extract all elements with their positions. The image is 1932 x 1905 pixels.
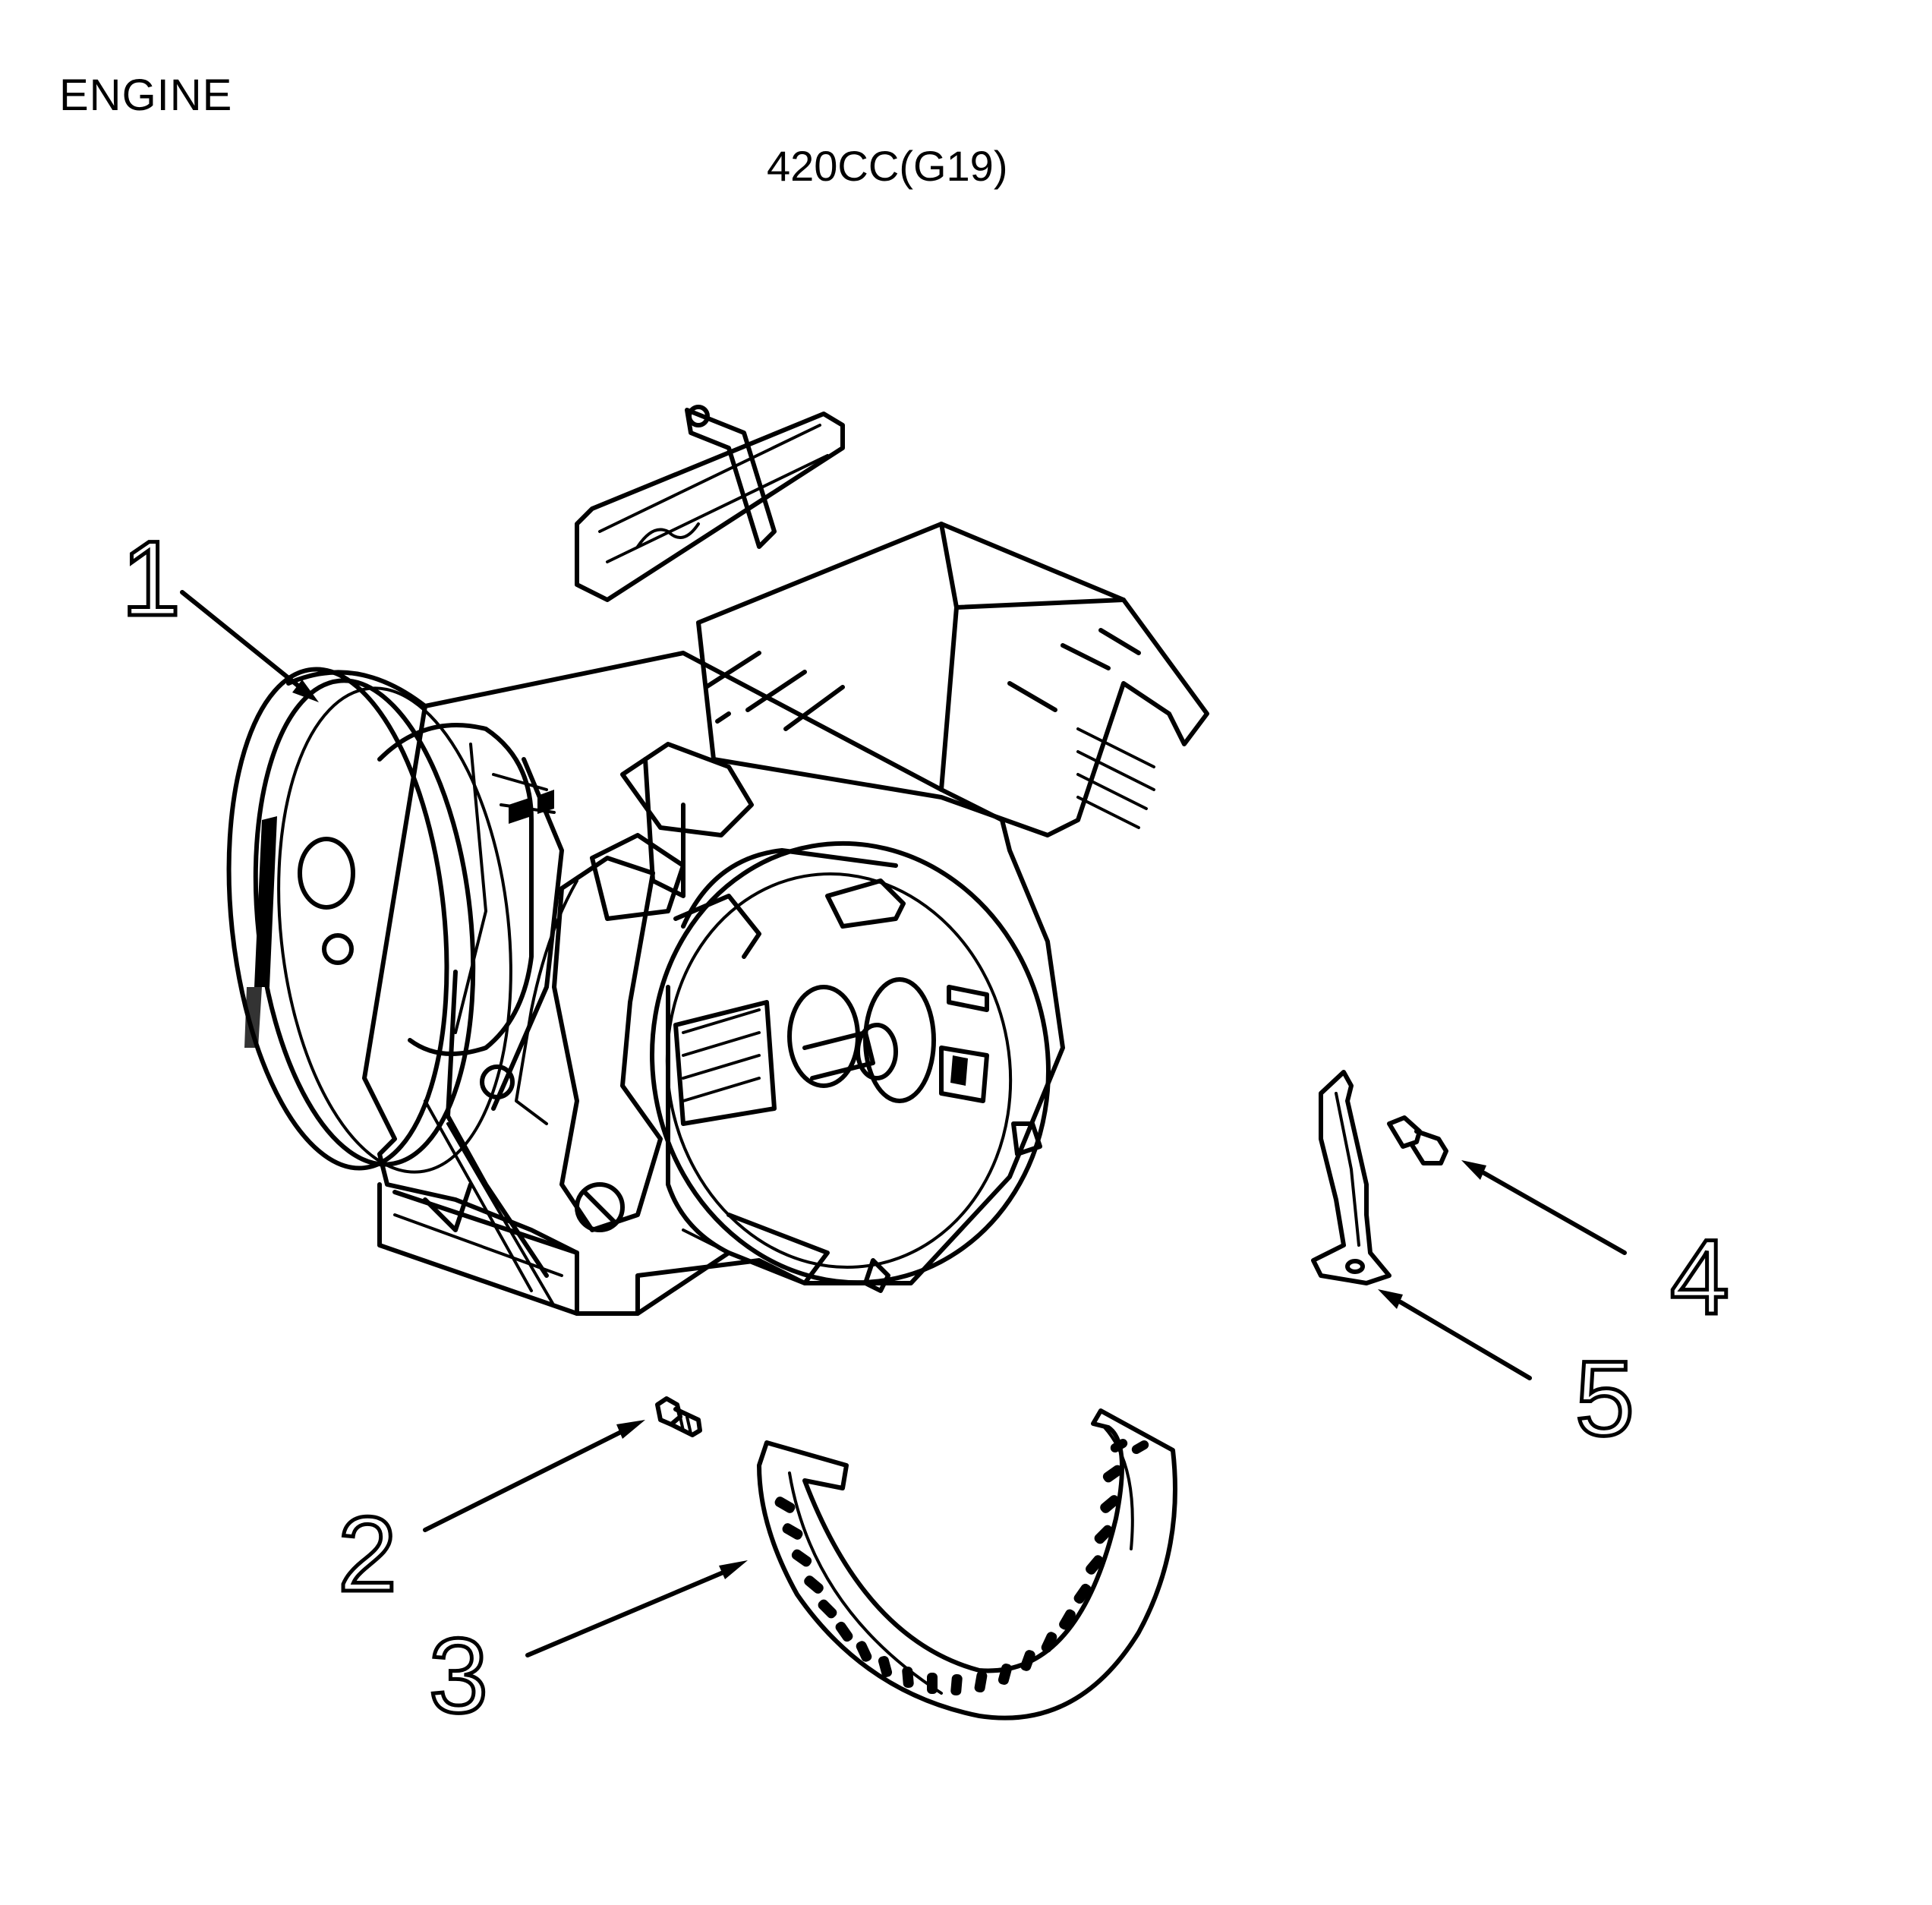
page-title: ENGINE (59, 71, 233, 120)
leader-lines (180, 590, 1627, 1657)
callout-3: 3 (429, 1616, 488, 1735)
bracket-part-5 (1311, 1070, 1391, 1285)
callout-5: 5 (1575, 1339, 1634, 1458)
callout-2: 2 (338, 1494, 397, 1613)
bolt-part-4 (1387, 1115, 1448, 1165)
model-label: 420CC(G19) (767, 142, 1008, 190)
curved-cover-part-3 (757, 1408, 1177, 1720)
callout-numbers: 1 2 3 4 5 (120, 517, 1732, 1737)
callout-4: 4 (1670, 1217, 1729, 1336)
engine-assembly (226, 405, 1209, 1316)
callout-1: 1 (121, 519, 181, 638)
bolt-part-2 (655, 1396, 702, 1437)
